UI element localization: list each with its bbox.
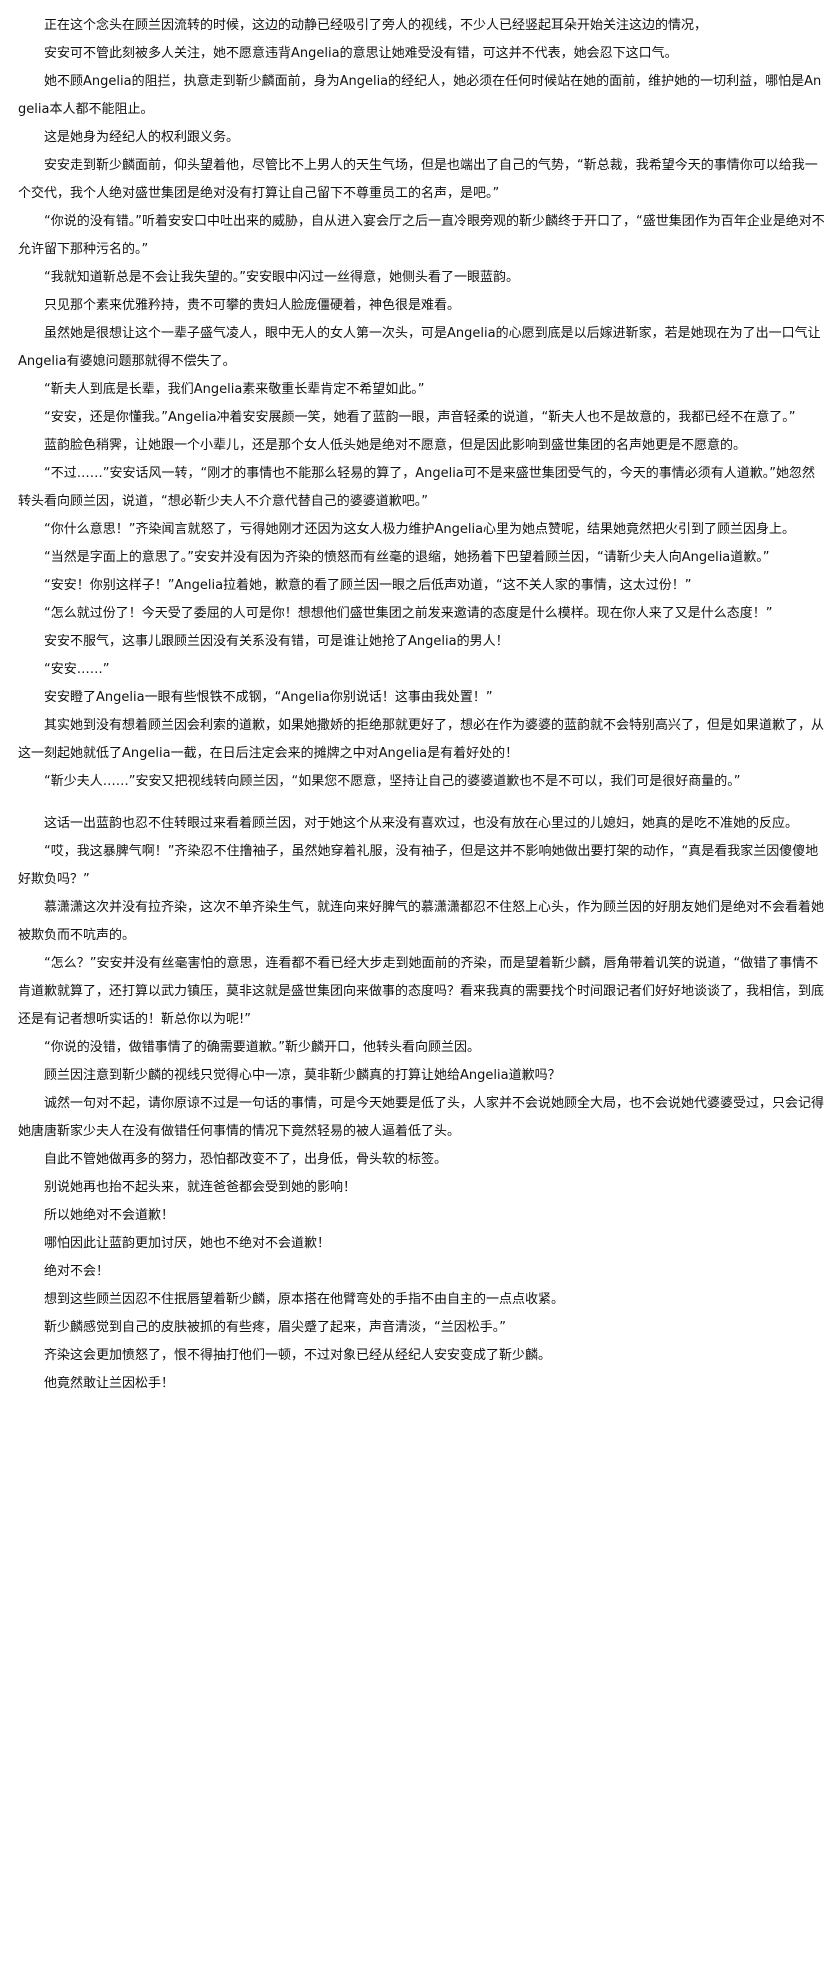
- paragraph-19: “安安……”: [44, 662, 110, 677]
- paragraph-38: 他竟然敢让兰因松手！: [44, 1376, 175, 1391]
- paragraph-12: 蓝韵脸色稍霁，让她跟一个小辈儿，还是那个女人低头她是绝对不愿意，但是因此影响到盛…: [44, 438, 747, 453]
- paragraph-2: 安安可不管此刻被多人关注，她不愿意违背Angelia的意思让她难受没有错，可这并…: [44, 46, 678, 61]
- paragraph-13: “不过……”安安话风一转，“刚才的事情也不能那么轻易的算了，Angelia可不是…: [18, 466, 816, 509]
- paragraph-1: 正在这个念头在顾兰因流转的时候，这边的动静已经吸引了旁人的视线，不少人已经竖起耳…: [44, 18, 708, 33]
- paragraph-17: “怎么就过份了！今天受了委屈的人可是你！想想他们盛世集团之前发来邀请的态度是什么…: [44, 606, 773, 621]
- paragraph-10: “靳夫人到底是长辈，我们Angelia素来敬重长辈肯定不希望如此。”: [44, 382, 425, 397]
- paragraph-8: 只见那个素来优雅矜持，贵不可攀的贵妇人脸庞僵硬着，神色很是难看。: [44, 298, 461, 313]
- paragraph-18: 安安不服气，这事儿跟顾兰因没有关系没有错，可是谁让她抢了Angelia的男人！: [44, 634, 509, 649]
- paragraph-31: 别说她再也抬不起头来，就连爸爸都会受到她的影响！: [44, 1180, 357, 1195]
- paragraph-35: 想到这些顾兰因忍不住抿唇望着靳少麟，原本搭在他臂弯处的手指不由自主的一点点收紧。: [44, 1292, 565, 1307]
- paragraph-33: 哪怕因此让蓝韵更加讨厌，她也不绝对不会道歉！: [44, 1236, 331, 1251]
- paragraph-21: 其实她到没有想着顾兰因会利索的道歉，如果她撒娇的拒绝那就更好了，想必在作为婆婆的…: [18, 718, 825, 761]
- paragraph-11: “安安，还是你懂我。”Angelia冲着安安展颜一笑，她看了蓝韵一眼，声音轻柔的…: [44, 410, 796, 425]
- paragraph-29: 诚然一句对不起，请你原谅不过是一句话的事情，可是今天她要是低了头，人家并不会说她…: [18, 1096, 825, 1139]
- paragraph-4: 这是她身为经纪人的权利跟义务。: [44, 130, 240, 145]
- paragraph-3: 她不顾Angelia的阻拦，执意走到靳少麟面前，身为Angelia的经纪人，她必…: [18, 74, 822, 117]
- paragraph-5: 安安走到靳少麟面前，仰头望着他，尽管比不上男人的天生气场，但是也端出了自己的气势…: [18, 158, 818, 201]
- paragraph-34: 绝对不会！: [44, 1264, 110, 1279]
- paragraph-24: “哎，我这暴脾气啊！”齐染忍不住撸袖子，虽然她穿着礼服，没有袖子，但是这并不影响…: [18, 844, 819, 887]
- paragraph-7: “我就知道靳总是不会让我失望的。”安安眼中闪过一丝得意，她侧头看了一眼蓝韵。: [44, 270, 519, 285]
- paragraph-23: 这话一出蓝韵也忍不住转眼过来看着顾兰因，对于她这个从来没有喜欢过，也没有放在心里…: [44, 816, 799, 831]
- paragraph-26: “怎么？”安安并没有丝毫害怕的意思，连看都不看已经大步走到她面前的齐染，而是望着…: [18, 956, 825, 1027]
- paragraph-14: “你什么意思！”齐染闻言就怒了，亏得她刚才还因为这女人极力维护Angelia心里…: [44, 522, 796, 537]
- paragraph-32: 所以她绝对不会道歉！: [44, 1208, 175, 1223]
- paragraph-20: 安安瞪了Angelia一眼有些恨铁不成钢，“Angelia你别说话！这事由我处置…: [44, 690, 493, 705]
- paragraph-28: 顾兰因注意到靳少麟的视线只觉得心中一凉，莫非靳少麟真的打算让她给Angelia道…: [44, 1068, 561, 1083]
- paragraph-30: 自此不管她做再多的努力，恐怕都改变不了，出身低，骨头软的标签。: [44, 1152, 448, 1167]
- paragraph-9: 虽然她是很想让这个一辈子盛气凌人，眼中无人的女人第一次头，可是Angelia的心…: [18, 326, 821, 369]
- paragraph-37: 齐染这会更加愤怒了，恨不得抽打他们一顿，不过对象已经从经纪人安安变成了靳少麟。: [44, 1348, 552, 1363]
- paragraph-15: “当然是字面上的意思了。”安安并没有因为齐染的愤怒而有丝毫的退缩，她扬着下巴望着…: [44, 550, 770, 565]
- paragraph-16: “安安！你别这样子！”Angelia拉着她，歉意的看了顾兰因一眼之后低声劝道，“…: [44, 578, 692, 593]
- paragraph-27: “你说的没错，做错事情了的确需要道歉。”靳少麟开口，他转头看向顾兰因。: [44, 1040, 480, 1055]
- paragraph-25: 慕潇潇这次并没有拉齐染，这次不单齐染生气，就连向来好脾气的慕潇潇都忍不住怒上心头…: [18, 900, 825, 943]
- paragraph-36: 靳少麟感觉到自己的皮肤被抓的有些疼，眉尖蹙了起来，声音清淡，“兰因松手。”: [44, 1320, 506, 1335]
- paragraph-6: “你说的没有错。”听着安安口中吐出来的威胁，自从进入宴会厅之后一直冷眼旁观的靳少…: [18, 214, 825, 257]
- paragraph-22: “靳少夫人……”安安又把视线转向顾兰因，“如果您不愿意，坚持让自己的婆婆道歉也不…: [44, 774, 741, 789]
